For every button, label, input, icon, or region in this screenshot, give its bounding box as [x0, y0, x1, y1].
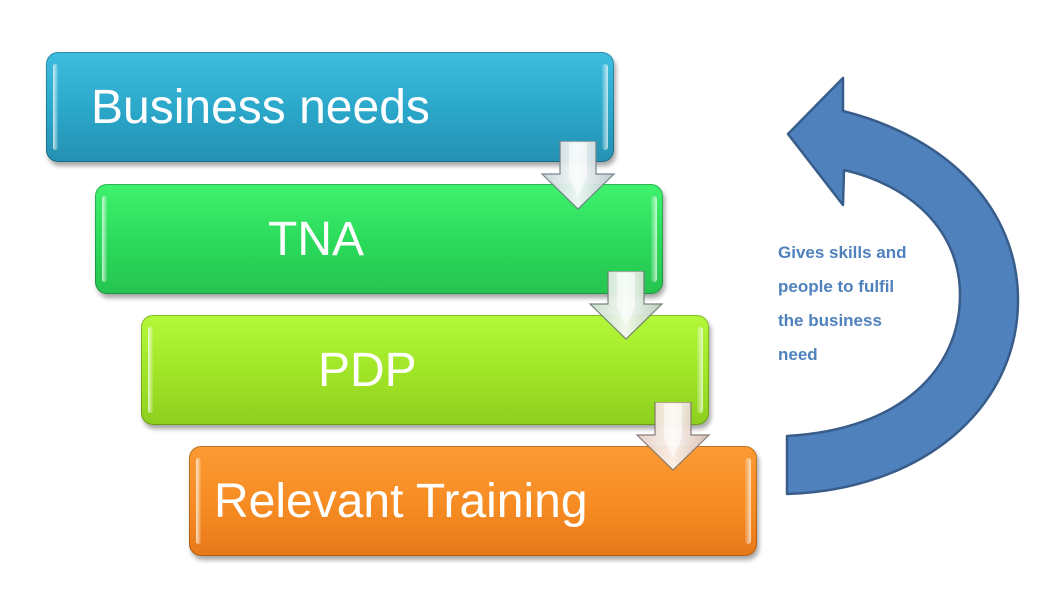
curved-return-arrow-icon: [785, 76, 1020, 496]
down-arrow-icon: [635, 402, 711, 471]
step-label: Relevant Training: [214, 474, 588, 528]
step-business-needs: Business needs: [46, 52, 614, 162]
down-arrow-icon: [588, 271, 664, 340]
down-arrow-icon: [540, 141, 616, 210]
caption-line: the business: [778, 311, 882, 330]
feedback-caption: Gives skills and people to fulfil the bu…: [778, 236, 948, 372]
step-label: Business needs: [91, 80, 430, 134]
step-label: PDP: [318, 343, 417, 397]
step-relevant-training: Relevant Training: [189, 446, 757, 556]
step-pdp: PDP: [141, 315, 709, 425]
step-tna: TNA: [95, 184, 663, 294]
caption-line: need: [778, 345, 818, 364]
caption-line: people to fulfil: [778, 277, 895, 296]
step-label: TNA: [268, 212, 364, 266]
caption-line: Gives skills and: [778, 243, 907, 262]
